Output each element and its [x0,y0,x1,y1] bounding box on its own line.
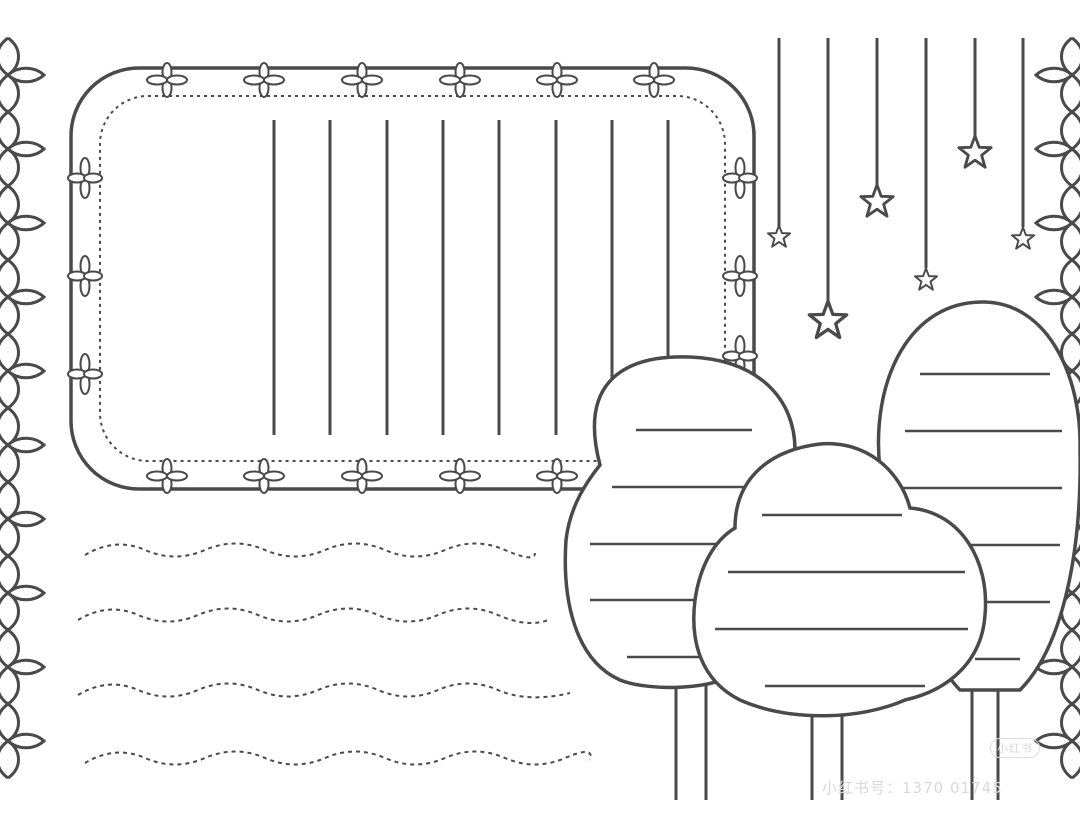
middle-tree [692,441,988,800]
leaf-vine-icon [0,36,46,780]
main-frame [67,62,758,494]
wavy-writing-lines [77,542,592,766]
watermark-logo: 小红书 [990,738,1040,758]
watermark-text: 小红书号：1370 01745 [822,779,1003,797]
left-vine-border [0,36,46,780]
hanging-stars [777,38,1025,302]
